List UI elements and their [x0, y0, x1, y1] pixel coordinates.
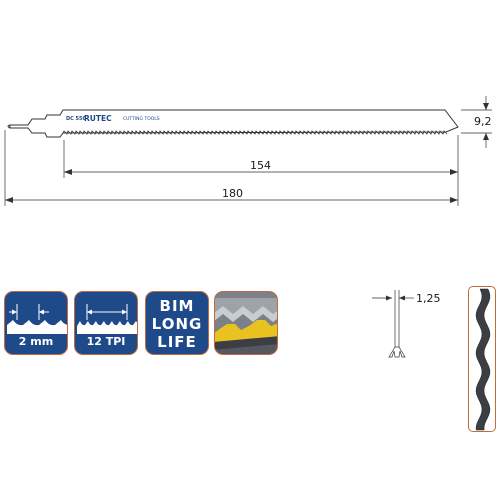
- dim-width-label: 9,2: [474, 115, 492, 128]
- dim-cut-length-label: 154: [250, 159, 271, 172]
- tooth-pitch-tile: 2 mm: [4, 291, 68, 355]
- blade-teeth-edge: [62, 130, 448, 135]
- material-line-2: LONG: [151, 315, 203, 333]
- material-line-3: LIFE: [157, 333, 197, 351]
- blade-shank-notch: [7, 124, 11, 129]
- thickness-label: 1,25: [416, 292, 441, 305]
- blade-teeth: [62, 130, 448, 135]
- dim-total-length-label: 180: [222, 187, 243, 200]
- material-tile: BIM LONG LIFE: [145, 291, 209, 355]
- tooth-set-tile: [468, 286, 496, 432]
- tpi-icon: [77, 304, 137, 334]
- metal-profile-tile: [214, 291, 278, 355]
- material-line-1: BIM: [159, 297, 195, 315]
- metal-profile-icon: [215, 292, 277, 354]
- blade-code: DC 550: [66, 116, 86, 122]
- blade-outline: [9, 109, 459, 138]
- thickness-drawing: [372, 290, 414, 358]
- brand-tagline: CUTTING TOOLS: [123, 117, 160, 122]
- tooth-set-icon: [475, 288, 491, 431]
- blade-drawing: [4, 96, 492, 206]
- tpi-label: 12 TPI: [86, 335, 126, 348]
- tooth-pitch-label: 2 mm: [18, 335, 54, 348]
- brand-logo: RUTEC: [84, 114, 112, 123]
- tpi-tile: 12 TPI: [74, 291, 138, 355]
- tooth-pitch-icon: [7, 304, 67, 334]
